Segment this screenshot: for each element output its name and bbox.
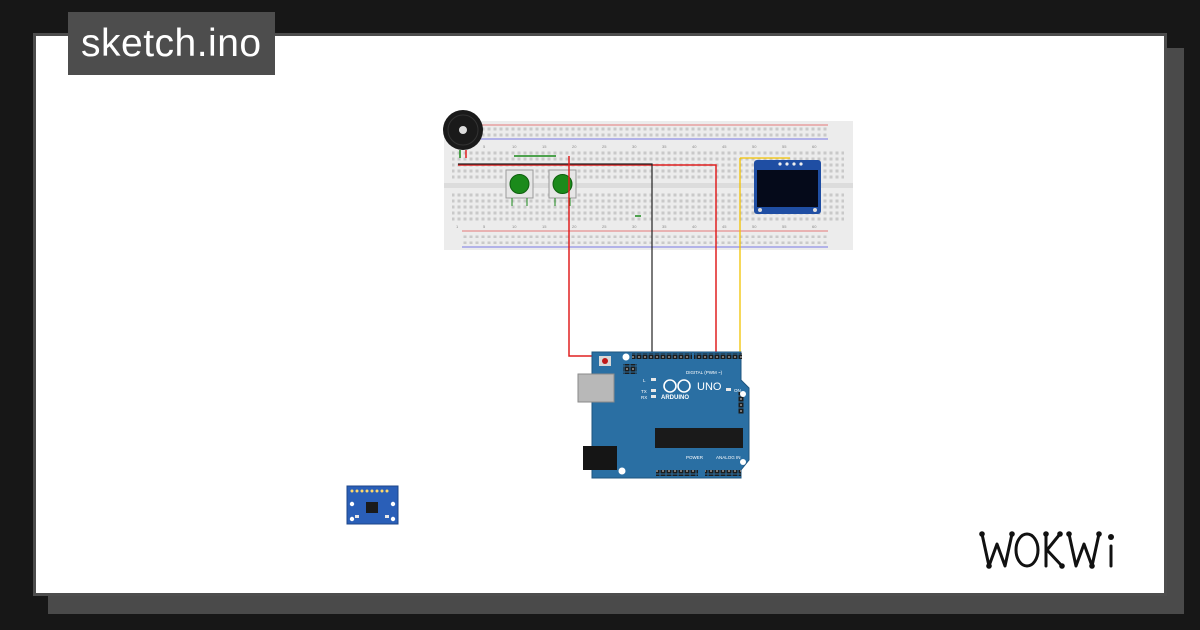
col-label: 30 (632, 144, 637, 149)
col-label: 5 (483, 144, 486, 149)
col-label: 20 (572, 224, 577, 229)
col-label: 45 (722, 224, 727, 229)
col-label: 15 (542, 144, 547, 149)
on-led-label: ON (734, 388, 741, 393)
col-label: 10 (512, 224, 517, 229)
col-label: 30 (632, 224, 637, 229)
arduino-uno-board[interactable]: UNO ARDUINO DIGITAL (PWM ~) POWER ANALOG… (577, 351, 750, 479)
col-label: 60 (812, 224, 817, 229)
pushbutton-icon[interactable] (505, 169, 534, 206)
digital-pins-label: DIGITAL (PWM ~) (686, 370, 723, 375)
col-label: 25 (602, 144, 607, 149)
mpu6050-sensor-icon[interactable] (346, 485, 399, 525)
breadboard-column-labels-top: 1 5 10 15 20 25 30 35 40 45 50 55 60 (456, 144, 817, 149)
col-label: 60 (812, 144, 817, 149)
col-label: 1 (456, 224, 459, 229)
wires (458, 155, 790, 357)
buzzer-icon[interactable] (443, 110, 483, 158)
col-label: 50 (752, 144, 757, 149)
col-label: 50 (752, 224, 757, 229)
arduino-model-label: UNO (697, 381, 722, 393)
arduino-infinity-logo-icon (663, 379, 691, 393)
pushbutton-icon[interactable] (548, 169, 577, 206)
col-label: 45 (722, 144, 727, 149)
col-label: 25 (602, 224, 607, 229)
col-label: 55 (782, 144, 787, 149)
col-label: 15 (542, 224, 547, 229)
col-label: 55 (782, 224, 787, 229)
analog-pins-label: ANALOG IN (716, 455, 741, 460)
tx-led-label: TX (641, 389, 647, 394)
oled-display-icon[interactable] (754, 160, 821, 214)
breadboard-column-labels-bottom: 1 5 10 15 20 25 30 35 40 45 50 55 60 (456, 224, 817, 229)
l-led-label: L (643, 378, 646, 383)
wokwi-logo-icon[interactable] (978, 526, 1150, 574)
col-label: 5 (483, 224, 486, 229)
power-pins-label: POWER (686, 455, 704, 460)
col-label: 10 (512, 144, 517, 149)
sketch-title-tab[interactable]: sketch.ino (68, 12, 275, 75)
col-label: 40 (692, 144, 697, 149)
arduino-brand-label: ARDUINO (661, 395, 689, 401)
col-label: 35 (662, 224, 667, 229)
col-label: 35 (662, 144, 667, 149)
rx-led-label: RX (641, 395, 647, 400)
col-label: 40 (692, 224, 697, 229)
col-label: 20 (572, 144, 577, 149)
